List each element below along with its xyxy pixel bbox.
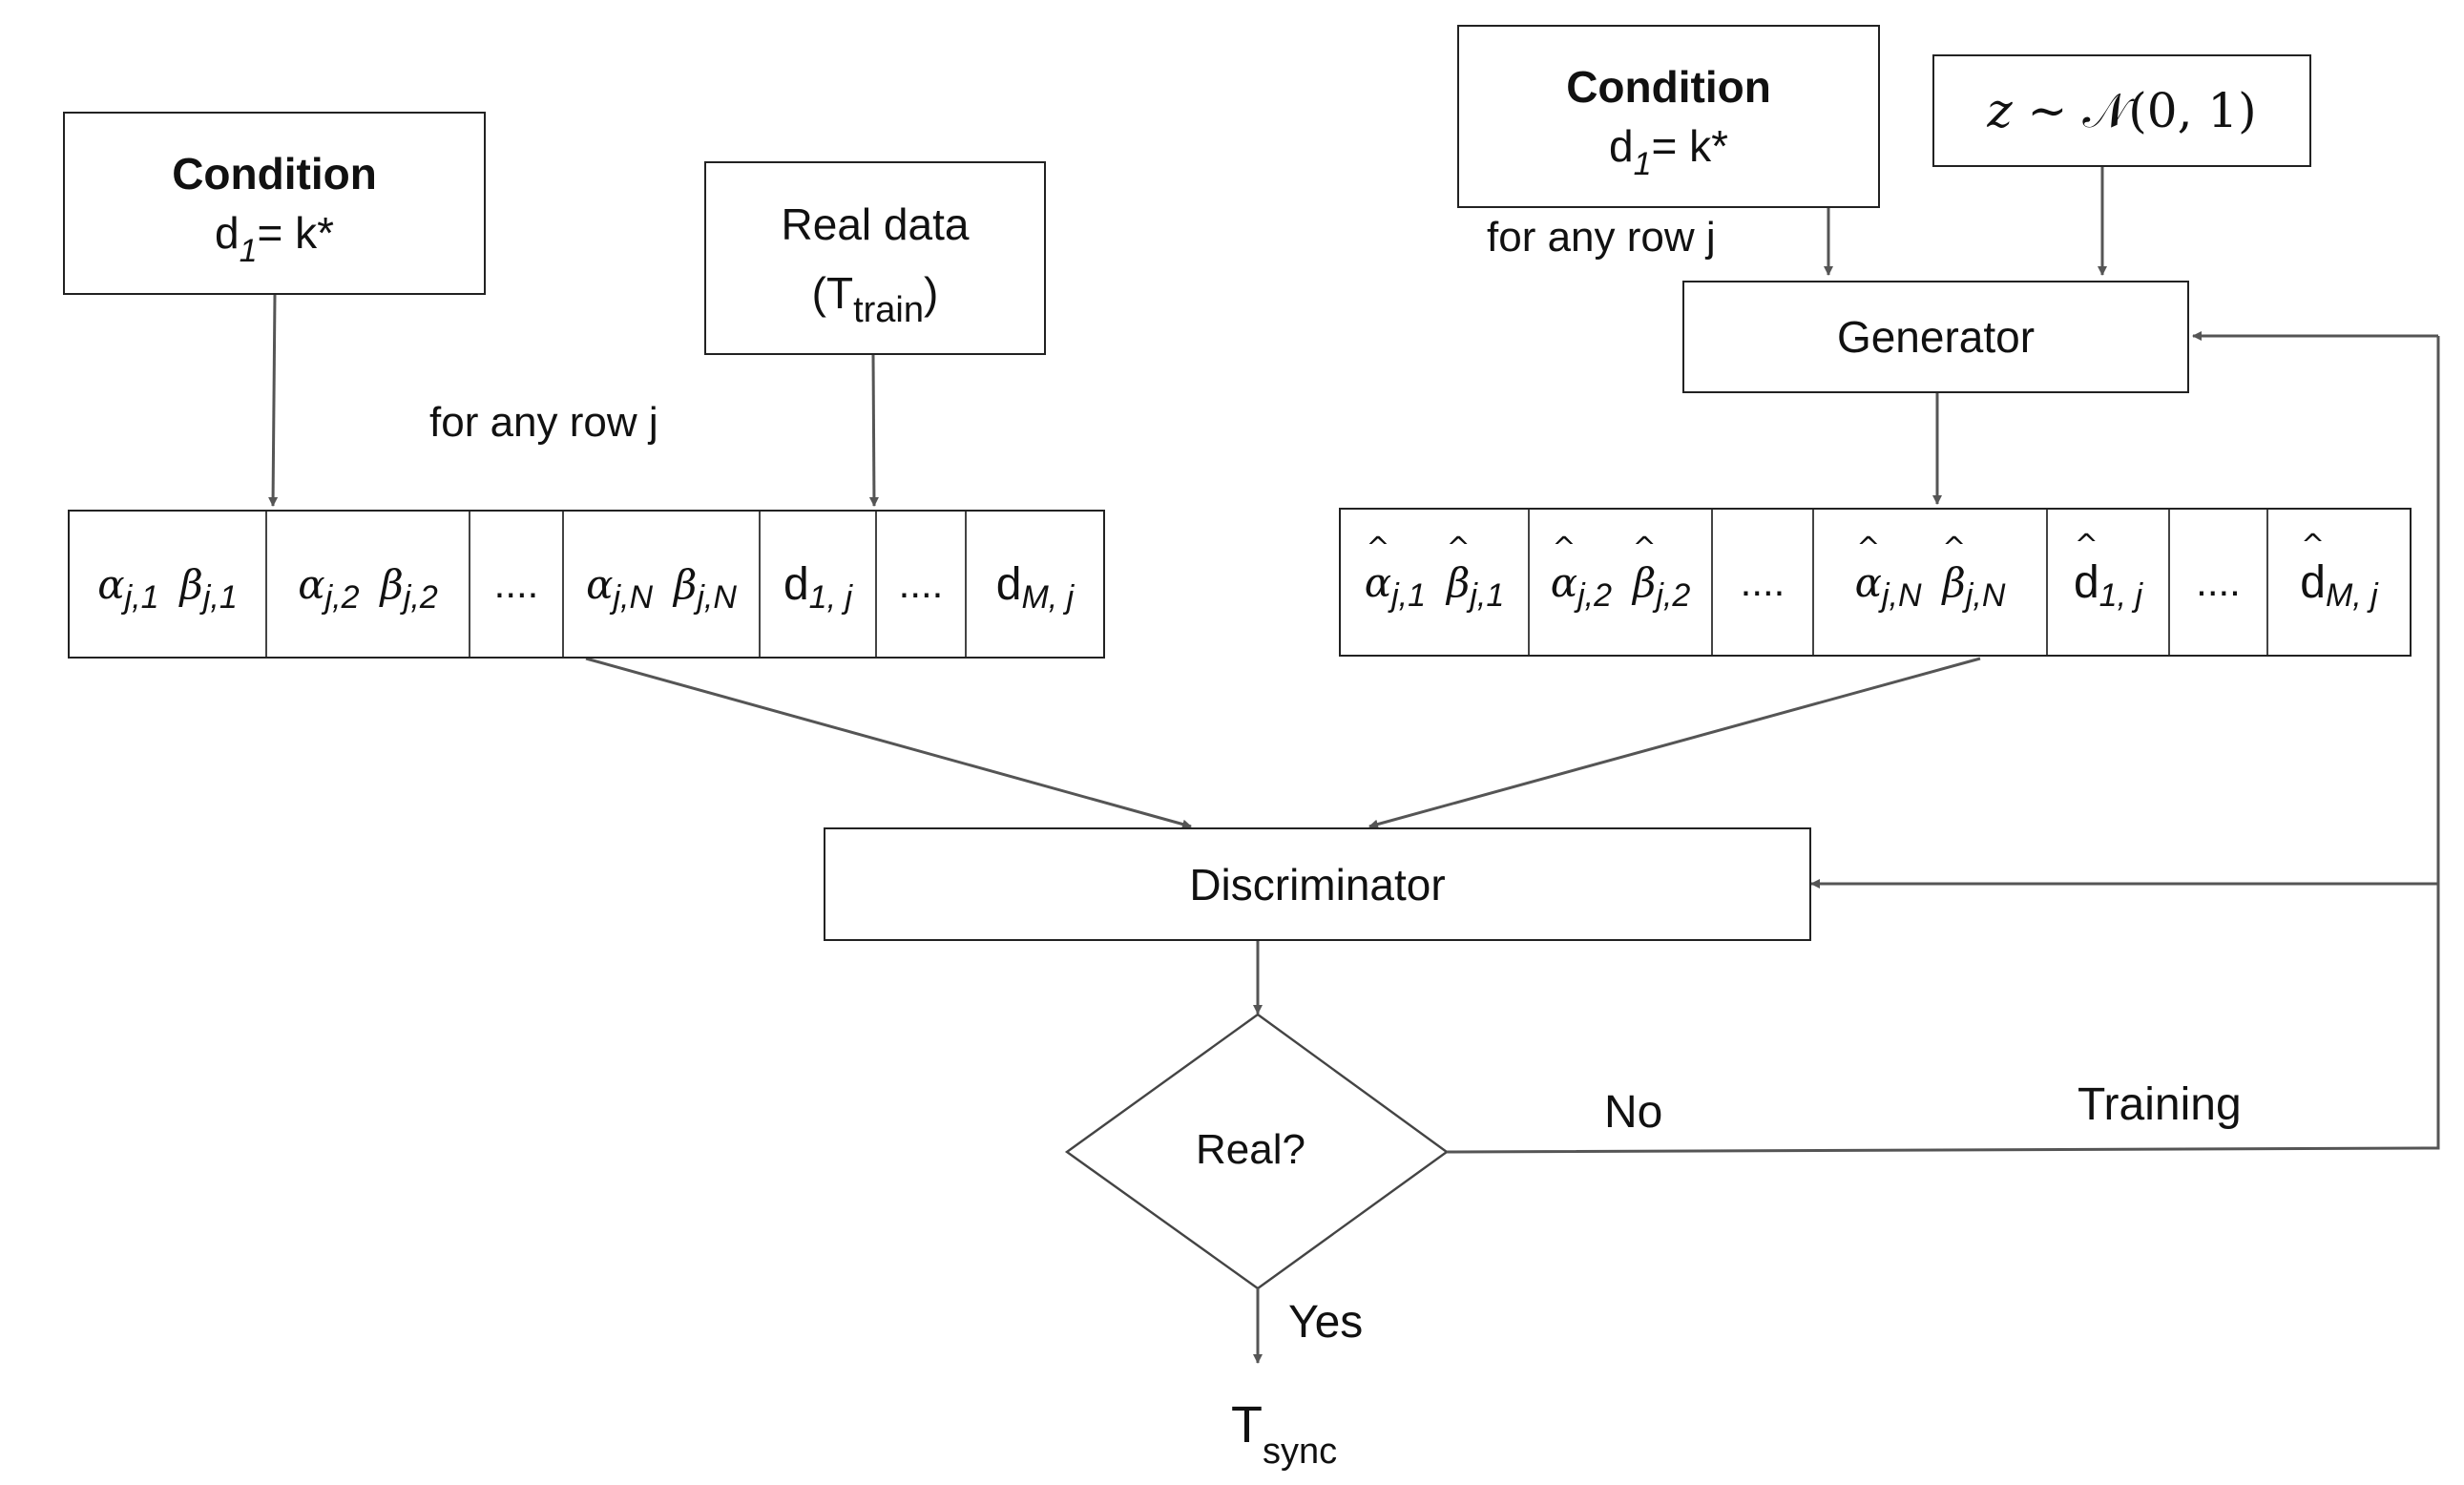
synthetic-cell-pair-n: α^j,N β^j,N bbox=[1814, 510, 2048, 655]
generator-box: Generator bbox=[1682, 281, 2189, 393]
real-data-title: Real data bbox=[781, 199, 970, 249]
condition-title-right: Condition bbox=[1566, 62, 1771, 112]
condition-expression-left: d1= k* bbox=[214, 208, 335, 269]
hat-icon: ^ bbox=[1552, 531, 1577, 565]
discriminator-label: Discriminator bbox=[1189, 859, 1446, 910]
arrow-synthetic-strip-to-discriminator bbox=[1368, 657, 1981, 829]
synthetic-cell-pair-1: α^j,1 β^j,1 bbox=[1341, 510, 1530, 655]
discriminator-box: Discriminator bbox=[824, 827, 1811, 941]
yes-label: Yes bbox=[1288, 1297, 1364, 1348]
arrow-real-strip-to-discriminator bbox=[585, 657, 1192, 829]
synthetic-cell-ellipsis-1: .... bbox=[1713, 510, 1814, 655]
synthetic-row-strip: α^j,1 β^j,1 α^j,2 β^j,2 .... α^j,N β^j,N… bbox=[1339, 508, 2412, 657]
hat-icon: ^ bbox=[1856, 531, 1881, 565]
real-cell-ellipsis-1: .... bbox=[470, 512, 564, 657]
condition-box-left: Condition d1= k* bbox=[63, 112, 486, 295]
hat-icon: ^ bbox=[1446, 531, 1471, 565]
synthetic-cell-pair-2: α^j,2 β^j,2 bbox=[1530, 510, 1713, 655]
synthetic-cell-dm: d^M, j bbox=[2300, 528, 2378, 614]
decision-label: Real? bbox=[1196, 1126, 1305, 1173]
hat-icon: ^ bbox=[1366, 531, 1390, 565]
training-feedback-line bbox=[1446, 336, 2440, 1154]
generator-label: Generator bbox=[1836, 312, 2036, 362]
for-any-row-label-right: for any row j bbox=[1487, 214, 1716, 261]
condition-title-left: Condition bbox=[172, 149, 377, 199]
hat-icon: ^ bbox=[1632, 531, 1657, 565]
hat-icon: ^ bbox=[1942, 531, 1967, 565]
condition-expression-right: d1= k* bbox=[1608, 121, 1729, 182]
arrow-condition-to-real-strip bbox=[268, 293, 279, 507]
noise-box: z ∼ 𝒩(0, 1) bbox=[1932, 54, 2311, 167]
condition-box-right: Condition d1= k* bbox=[1457, 25, 1880, 208]
synthetic-cell-d1: d^1, j bbox=[2048, 510, 2170, 655]
hat-icon: ^ bbox=[2301, 528, 2326, 562]
for-any-row-label-left: for any row j bbox=[429, 399, 658, 446]
output-label: Tsync bbox=[1231, 1396, 1338, 1472]
training-label: Training bbox=[2078, 1079, 2242, 1130]
no-label: No bbox=[1604, 1087, 1663, 1138]
real-data-source: (Ttrain) bbox=[811, 267, 939, 330]
synthetic-cell-ellipsis-2: .... bbox=[2170, 510, 2268, 655]
real-cell-ellipsis-2: .... bbox=[877, 512, 967, 657]
arrow-realdata-to-real-strip bbox=[868, 354, 879, 507]
noise-expression: z ∼ 𝒩(0, 1) bbox=[1987, 82, 2257, 138]
hat-icon: ^ bbox=[2074, 528, 2099, 562]
real-data-box: Real data (Ttrain) bbox=[704, 161, 1046, 355]
